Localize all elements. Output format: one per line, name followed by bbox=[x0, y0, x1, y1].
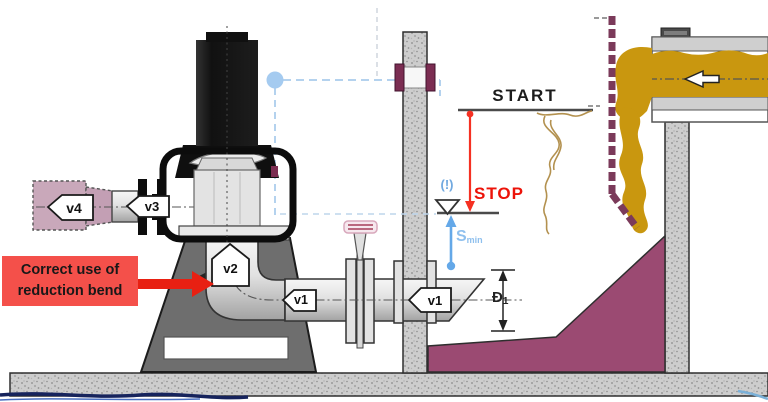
wall-sleeve-flange bbox=[393, 260, 404, 324]
guide-frame bbox=[159, 147, 297, 243]
floor-slab bbox=[9, 372, 768, 397]
annotation-arrow bbox=[137, 271, 214, 297]
wall-cable-penetration bbox=[394, 63, 436, 92]
sump-benching bbox=[427, 234, 666, 373]
v1-tag-shape bbox=[281, 289, 317, 312]
v1-tag-shape bbox=[407, 287, 452, 313]
bar-screen bbox=[588, 16, 640, 231]
smin-arrow bbox=[445, 215, 457, 271]
valve-wheel-edge bbox=[343, 220, 378, 234]
pump-unit bbox=[152, 26, 297, 252]
flow-direction-arrow bbox=[683, 69, 720, 89]
v2-tag-shape bbox=[211, 242, 250, 287]
start-stop-range-arrow bbox=[465, 110, 475, 212]
v4-tag-shape bbox=[46, 194, 94, 221]
cable-node-dot bbox=[266, 71, 284, 89]
level-markers bbox=[280, 108, 593, 271]
water-level-symbol bbox=[434, 199, 461, 216]
inlet-channel bbox=[648, 27, 768, 123]
pipe-flange bbox=[345, 258, 357, 344]
valve-label-shapes bbox=[46, 194, 452, 313]
inlet-support-pillar bbox=[664, 121, 690, 374]
pipe-flange bbox=[363, 258, 375, 344]
water-line bbox=[0, 389, 768, 401]
v3-tag-shape bbox=[125, 195, 170, 218]
inflow-stream-squiggle bbox=[536, 110, 593, 235]
sewage-flow-in-pipe bbox=[652, 50, 768, 97]
pedestal-slot bbox=[163, 336, 289, 360]
sewage-cascade bbox=[615, 46, 652, 234]
